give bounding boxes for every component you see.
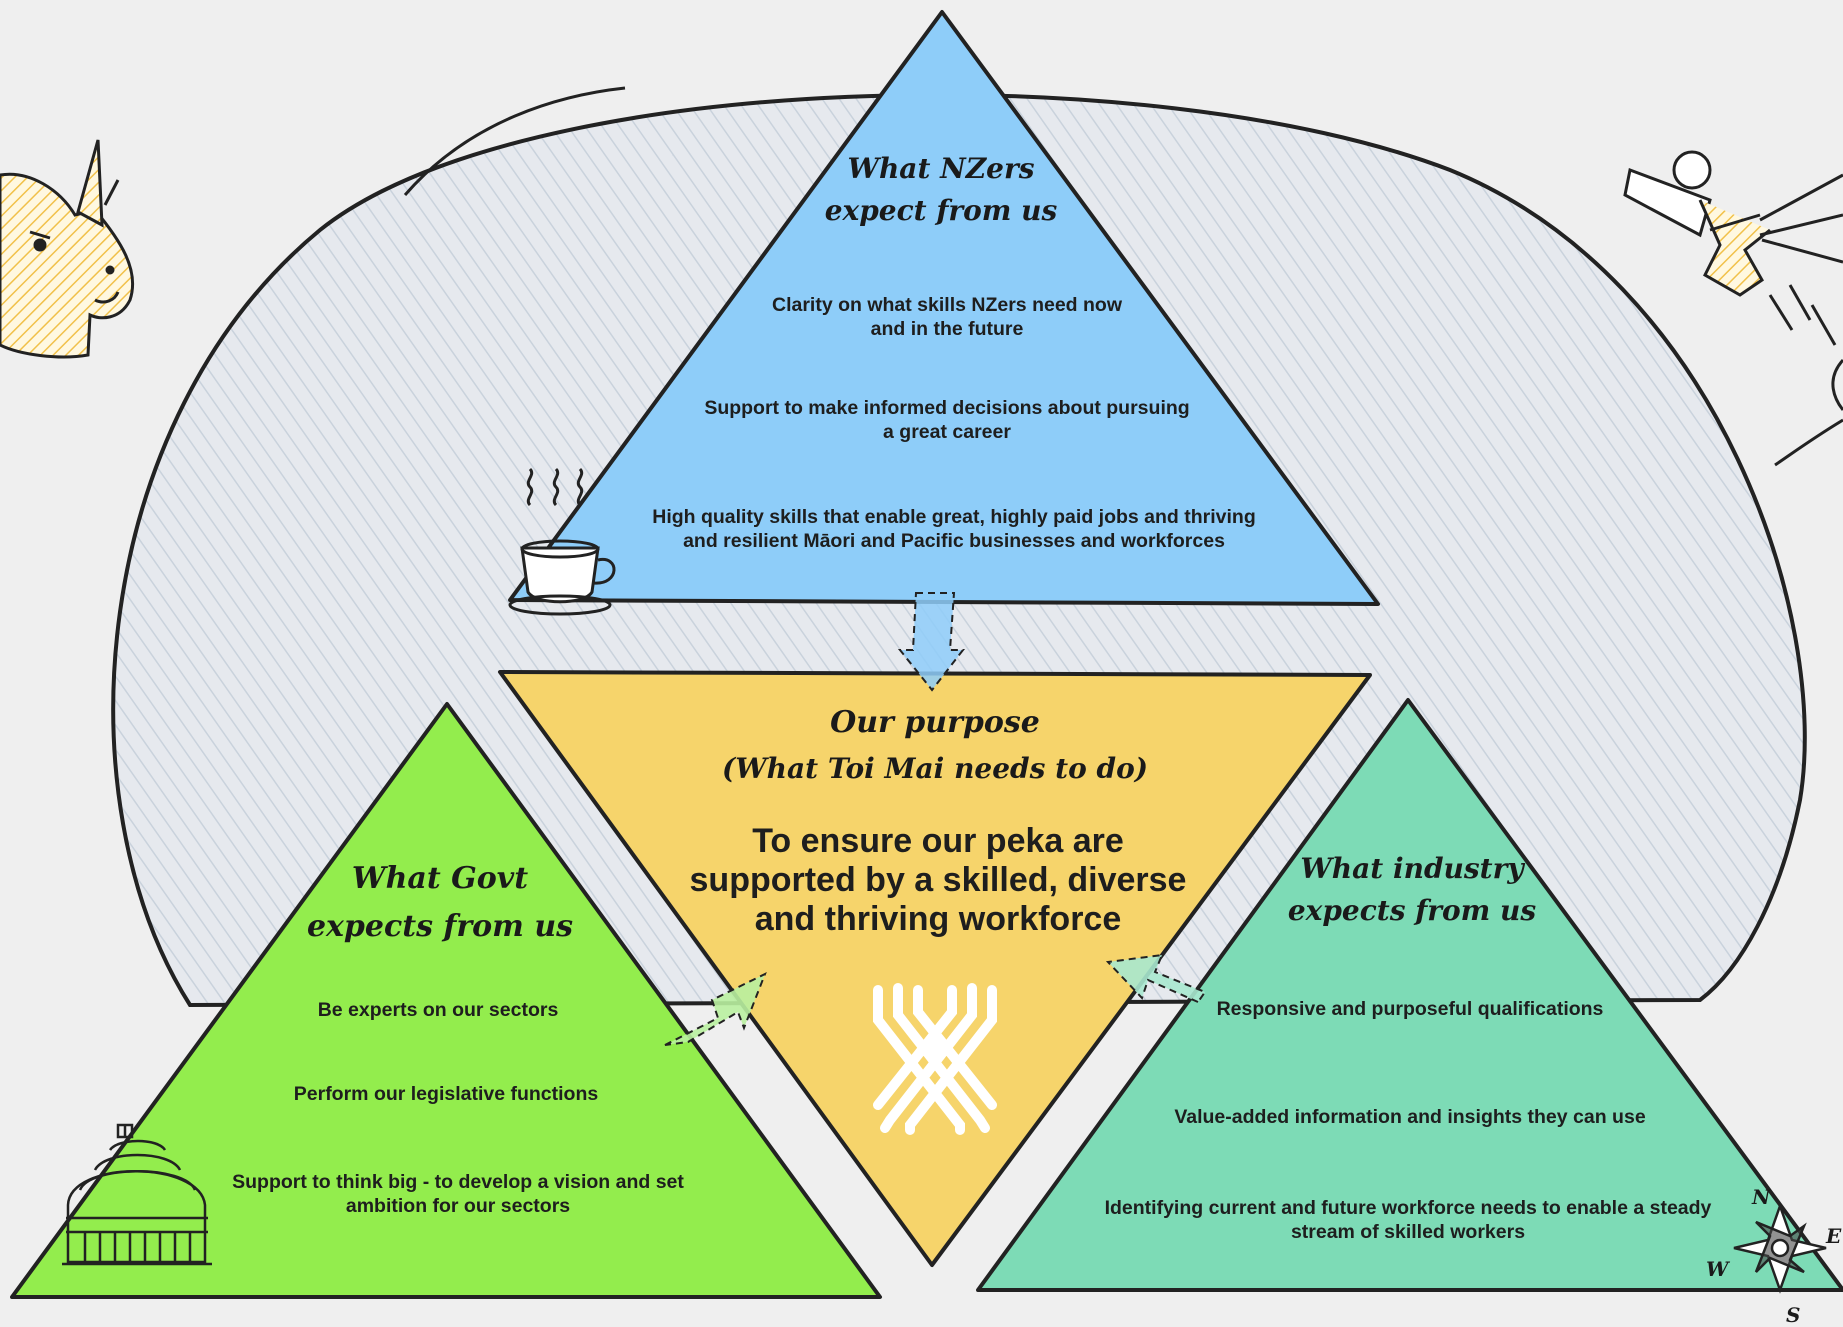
parliament-beehive-icon [62,1123,212,1266]
coffee-cup-icon [508,467,616,616]
compass-n-label: N [1751,1185,1771,1209]
top-item1-line1: Clarity on what skills NZers need now [772,294,1123,316]
left-item3-line1: Support to think big - to develop a visi… [232,1171,684,1193]
compass-e-label: E [1825,1224,1842,1248]
center-title-line1: Our purpose [830,705,1040,740]
left-triangle-shape [10,702,882,1299]
left-item2: Perform our legislative functions [294,1083,599,1105]
compass-icon: N E S W [1706,1185,1842,1327]
top-triangle-title-line1: What NZers [848,152,1035,185]
purpose-statement-line2: supported by a skilled, diverse [690,861,1187,899]
superhero-icon [1623,150,1843,467]
right-item3-line1: Identifying current and future workforce… [1105,1197,1712,1219]
left-triangle: What Govt expects from us Be experts on … [10,702,882,1299]
right-triangle-title-line1: What industry [1300,852,1525,885]
left-triangle-title-line2: expects from us [307,909,573,944]
purpose-statement-line3: and thriving workforce [755,900,1122,938]
compass-s-label: S [1786,1303,1800,1327]
right-triangle-title-line2: expects from us [1288,894,1537,927]
arrow-right-to-center [1105,953,1207,1004]
top-item1-line2: and in the future [871,318,1024,340]
right-item2: Value-added information and insights the… [1174,1106,1645,1128]
toi-mai-logo-icon [873,983,997,1135]
center-triangle: Our purpose (What Toi Mai needs to do) T… [498,670,1372,1267]
top-item3-line2: and resilient Māori and Pacific business… [683,530,1225,552]
top-item2-line2: a great career [883,421,1011,443]
oval-sketch-stroke [403,86,626,196]
right-item1: Responsive and purposeful qualifications [1217,998,1604,1020]
arrow-left-to-center [664,971,767,1046]
compass-w-label: W [1706,1257,1731,1281]
top-item3-line1: High quality skills that enable great, h… [652,506,1256,528]
unicorn-icon [0,139,135,359]
top-triangle-title-line2: expect from us [825,194,1058,227]
arrow-top-to-center [897,592,966,692]
center-title-line2: (What Toi Mai needs to do) [722,752,1148,785]
purpose-statement-line1: To ensure our peka are [752,822,1124,860]
left-item1: Be experts on our sectors [318,999,559,1021]
left-item3-line2: ambition for our sectors [346,1195,570,1217]
top-item2-line1: Support to make informed decisions about… [704,397,1189,419]
left-triangle-title-line1: What Govt [352,861,528,896]
right-item3-line2: stream of skilled workers [1291,1221,1525,1243]
